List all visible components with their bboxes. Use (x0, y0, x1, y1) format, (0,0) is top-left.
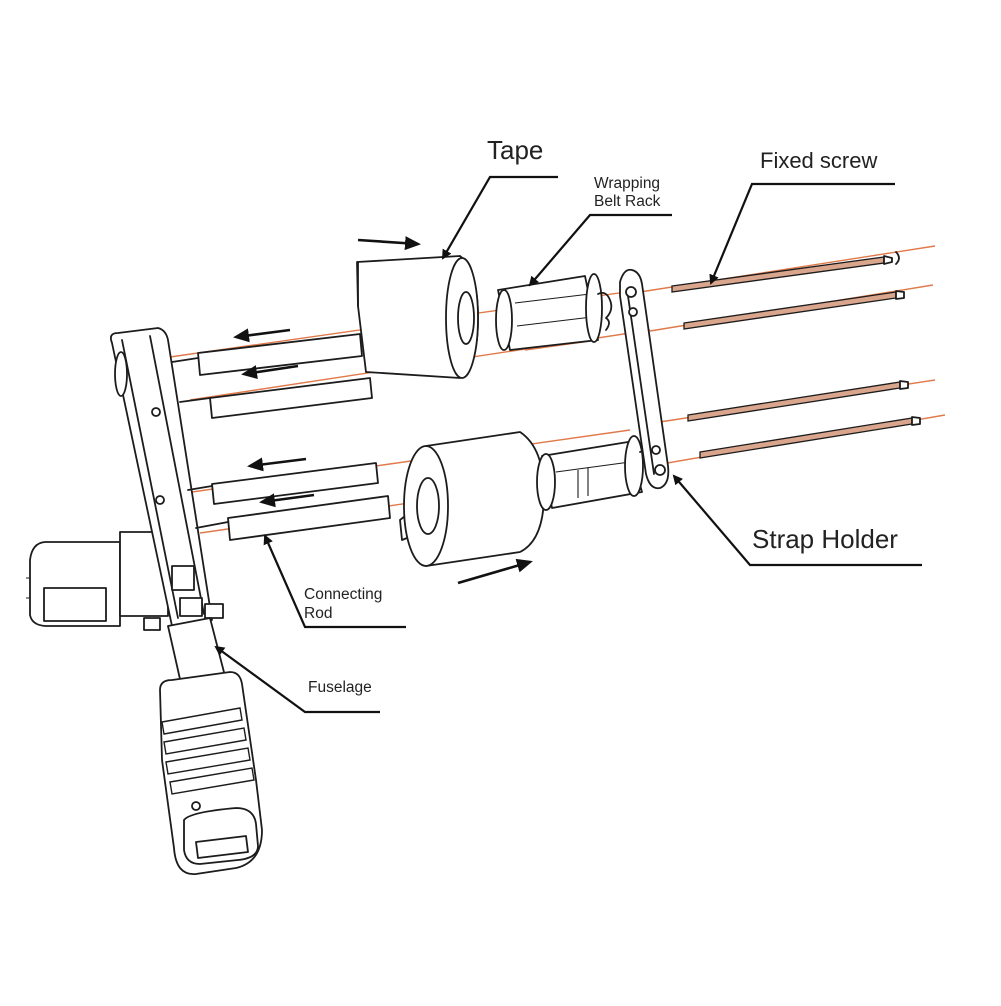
fuselage-drawing (26, 327, 263, 875)
strap-holder-edge (627, 295, 655, 475)
fixed-screw-1 (671, 256, 885, 293)
plate-pin-2 (155, 495, 165, 505)
wrapping-belt-rack-2 (536, 435, 657, 511)
connecting-rod-4 (227, 495, 391, 541)
plate-clip-3 (204, 603, 224, 619)
strap-holder-hole-2 (628, 307, 638, 317)
plate-slot (114, 351, 128, 397)
fixed-screw-2 (683, 291, 897, 330)
tape-core (457, 291, 475, 345)
arrow-left-icon (259, 493, 315, 508)
label-leaders (214, 175, 922, 714)
connecting-rods (171, 333, 391, 541)
tape-roll-core (416, 477, 440, 535)
wrapping-belt-rack-1 (495, 273, 613, 351)
front-plate-edges (121, 335, 205, 619)
belt-rack-2-flange (624, 435, 644, 497)
strap-holder-hole-4 (654, 464, 666, 476)
label-wrapping-belt-rack-line2: Belt Rack (594, 193, 661, 210)
fixed-screw-1-head (883, 255, 893, 265)
belt-rack-1-face (495, 289, 513, 351)
arrow-left-icon (247, 457, 307, 472)
grip-ridge-2 (163, 727, 247, 755)
arrow-right-icon (457, 558, 533, 585)
grip-screw (191, 801, 201, 811)
plate-clip-2 (179, 597, 203, 617)
strap-holder-drawing (619, 268, 670, 490)
label-connecting-rod-line2: Rod (304, 605, 333, 622)
connecting-rod-3 (211, 462, 379, 505)
grip-ridge-3 (165, 747, 251, 775)
arrow-left-icon (241, 364, 299, 380)
label-fixed-screw: Fixed screw (760, 148, 878, 173)
tape-roll-drawing (399, 431, 545, 567)
plate-clip-1 (171, 565, 195, 591)
fixed-screw-4-head (911, 416, 921, 426)
movement-arrows (233, 236, 533, 585)
belt-rack-1-flange (585, 273, 603, 343)
leader-wrapping-belt-rack (528, 213, 672, 287)
fixed-screw-2-head (895, 290, 905, 300)
fixed-screw-1-rotation (895, 251, 900, 265)
label-fuselage: Fuselage (308, 679, 372, 696)
battery-latch (195, 835, 249, 859)
arrow-left-icon (233, 328, 291, 343)
connecting-rod-1 (197, 333, 363, 376)
fixed-screw-3 (687, 381, 901, 422)
strap-holder-hole-3 (651, 445, 661, 455)
label-connecting-rod-line1: Connecting (304, 586, 383, 603)
leader-fuselage (214, 645, 380, 714)
grip-ridge-4 (169, 767, 255, 795)
connecting-rod-2 (209, 377, 373, 419)
belt-rack-1-body (497, 275, 599, 351)
motor-end-marks (26, 577, 30, 599)
leader-connecting-rod (263, 534, 406, 629)
tape-drawing (356, 255, 479, 379)
fixed-screw-3-head (899, 380, 909, 390)
plate-pin-1 (151, 407, 161, 417)
grip-ridge-1 (161, 707, 243, 735)
arrow-right-icon (357, 236, 421, 251)
belt-rack-1-slots (514, 293, 593, 327)
strap-holder-hole-1 (625, 286, 637, 298)
label-wrapping-belt-rack-line1: Wrapping (594, 175, 661, 192)
belt-rack-2-slots (555, 461, 631, 498)
rod-roots (171, 357, 229, 529)
leader-strap-holder (672, 474, 922, 567)
leader-fixed-screw (709, 182, 895, 285)
plate-clip-4 (143, 617, 161, 631)
leader-tape (441, 175, 558, 260)
fixed-screws (671, 251, 921, 459)
label-tape: Tape (487, 135, 544, 165)
front-plate (109, 327, 213, 627)
fixed-screw-4 (699, 417, 913, 459)
belt-rack-2-face (536, 453, 556, 511)
label-strap-holder: Strap Holder (752, 524, 898, 554)
motor-vent (43, 587, 107, 622)
belt-rack-1-spring (597, 291, 613, 331)
